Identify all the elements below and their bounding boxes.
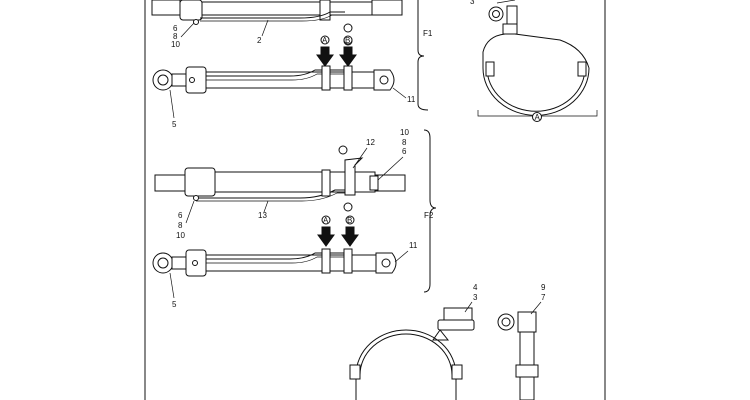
f2-lower-cylinder (152, 248, 397, 277)
view-arrow-a-bottom (317, 215, 335, 247)
marker-a-dimension: A (535, 113, 541, 122)
f2-brace (423, 129, 437, 293)
callout-5-top: 5 (172, 120, 177, 129)
callout-8-mid-left: 8 (178, 221, 183, 230)
callout-6-mid-left: 6 (178, 211, 183, 220)
group-label-f2: F2 (424, 211, 434, 220)
callout-5-bottom: 5 (172, 300, 177, 309)
callout-9-clamp: 9 (541, 283, 546, 292)
view-arrow-b-bottom (341, 215, 359, 247)
callout-4-clamp: 4 (473, 283, 478, 292)
view-arrow-b-top (339, 35, 357, 67)
marker-a-top: A (322, 36, 328, 45)
f2-upper-cylinder (154, 145, 406, 212)
callout-2: 2 (257, 36, 262, 45)
callout-10-mid-left: 10 (176, 231, 185, 240)
view-arrow-a-top (316, 35, 334, 67)
clamp-detail-view-a-top (482, 0, 590, 116)
callout-7-clamp: 7 (541, 293, 546, 302)
f1-brace (417, 0, 429, 111)
callout-13: 13 (258, 211, 267, 220)
f1-upper-cylinder (151, 0, 403, 46)
f1-lower-cylinder (152, 65, 395, 94)
callout-3-top-right: 3 (470, 0, 475, 6)
callout-11-bottom: 11 (409, 241, 418, 250)
callout-10-mid: 10 (400, 128, 409, 137)
clamp-detail-side-bottom (497, 311, 539, 400)
group-label-f1: F1 (423, 29, 433, 38)
dimension-line-a (477, 110, 598, 122)
diagram-frame (144, 0, 606, 400)
callout-8-mid: 8 (402, 138, 407, 147)
callout-12: 12 (366, 138, 375, 147)
callout-3-clamp: 3 (473, 293, 478, 302)
callout-8-top: 8 (173, 32, 178, 41)
callout-10-top: 10 (171, 40, 180, 49)
marker-b-bottom: B (347, 216, 352, 225)
callout-6-mid: 6 (402, 147, 407, 156)
callout-6-top: 6 (173, 24, 178, 33)
marker-b-top: B (345, 36, 350, 45)
marker-a-bottom: A (323, 216, 329, 225)
clamp-detail-large-bottom (349, 307, 475, 400)
callout-11-top: 11 (407, 95, 416, 104)
